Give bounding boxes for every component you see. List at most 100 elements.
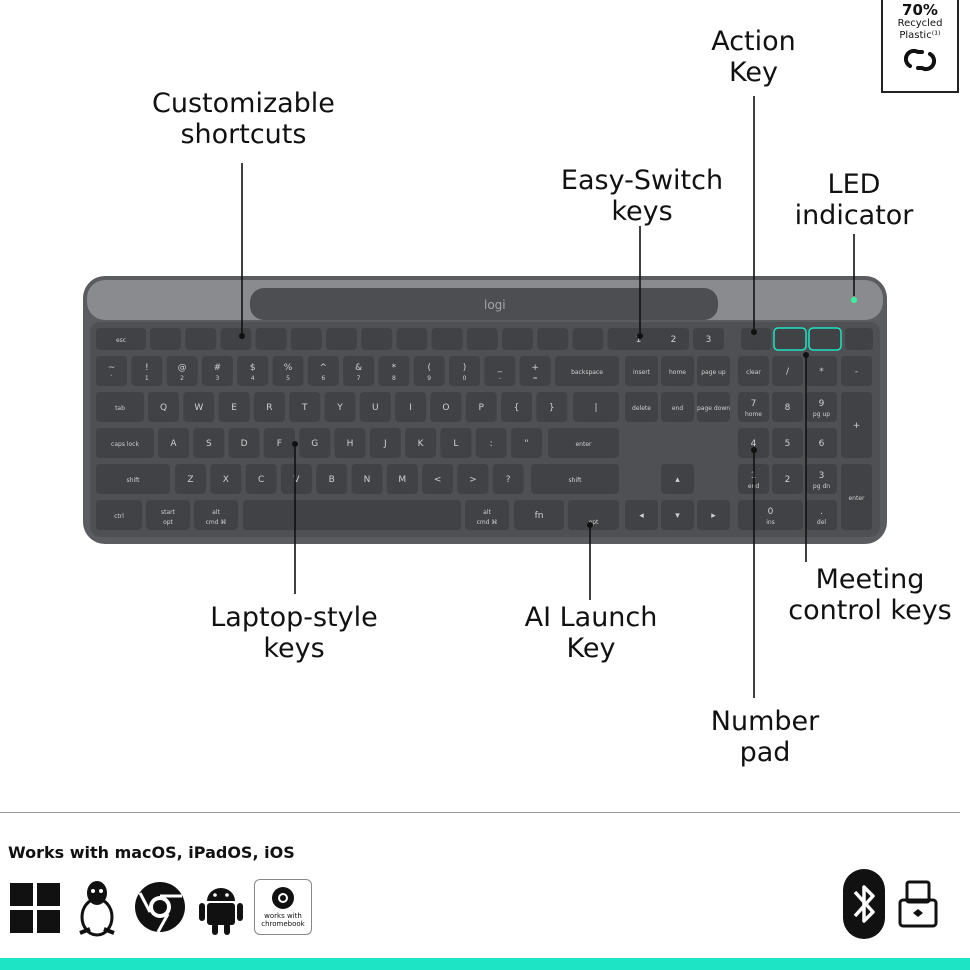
key-shift-row-3	[245, 464, 277, 494]
key-shift-row-8-label: <	[434, 475, 442, 485]
key-fn-7	[361, 328, 393, 350]
key-page-down	[697, 392, 730, 422]
key-qwerty-2-label: W	[194, 403, 203, 413]
key-shift-row-5-label: B	[329, 475, 335, 485]
key-home	[661, 356, 694, 386]
key-fn-3	[220, 328, 252, 350]
section-divider	[0, 812, 960, 813]
key-shift-row-8	[422, 464, 454, 494]
key-num-4	[237, 356, 269, 386]
key-num-11-sublabel: -	[499, 375, 501, 382]
key-fn-13	[572, 328, 604, 350]
key-alt-left	[194, 500, 238, 530]
badge-percent: 70%	[902, 1, 938, 19]
key-shift-row-2-label: X	[223, 475, 229, 485]
key-num-9-sublabel: 9	[427, 375, 431, 382]
key-qwerty-5-label: T	[301, 403, 308, 413]
key-easy-switch-3-label: 3	[706, 335, 712, 345]
key-num-9	[413, 356, 445, 386]
android-icon	[198, 879, 244, 935]
key-alt-right-label: alt	[483, 509, 491, 516]
key-fn-6	[326, 328, 357, 350]
key-num-clear	[738, 356, 769, 386]
key-num-divide-label: /	[786, 367, 790, 377]
key-home-9	[440, 428, 472, 458]
key-home-2-label: S	[206, 439, 212, 449]
key-shift-row-4-label: V	[293, 475, 300, 485]
badge-line-2: Plastic⁽¹⁾	[899, 30, 941, 41]
key-fn-5	[290, 328, 322, 350]
key-num-1	[131, 356, 163, 386]
key-arrow-up-label: ▴	[675, 475, 680, 485]
key-easy-switch-1-label: 1	[636, 335, 642, 345]
key-fn-12	[537, 328, 569, 350]
key-insert-label: insert	[633, 369, 651, 376]
key-arrow-left	[625, 500, 658, 530]
key-num-divide	[772, 356, 803, 386]
key-num-6-label: ^	[320, 363, 328, 373]
key-ai-launch	[568, 500, 619, 530]
key-arrow-down-label: ▾	[675, 511, 680, 521]
key-home-9-label: L	[453, 439, 458, 449]
compatibility-heading: Works with macOS, iPadOS, iOS	[8, 843, 295, 862]
key-num-minus-label: -	[855, 367, 858, 377]
badge-line-1: Recycled	[897, 18, 943, 29]
key-num-decimal-label: .	[820, 507, 823, 517]
key-qwerty-3	[218, 392, 250, 422]
key-num-4-label: $	[250, 363, 256, 373]
key-start-sublabel: opt	[163, 519, 173, 526]
key-home-11	[511, 428, 542, 458]
key-caps-lock-label: caps lock	[111, 441, 139, 448]
key-num-5-label: 5	[785, 439, 791, 449]
key-fn-11	[502, 328, 533, 350]
key-num-multiply-label: *	[819, 367, 824, 377]
key-qwerty-11	[501, 392, 532, 422]
bluetooth-icon	[842, 868, 886, 944]
receiver-icon	[898, 878, 938, 934]
key-shift-left-label: shift	[127, 477, 141, 484]
key-home-5-label: G	[311, 439, 318, 449]
key-num-1-sublabel: 1	[145, 375, 149, 382]
key-num-7	[343, 356, 375, 386]
key-home-4	[263, 428, 295, 458]
brand-logo: logi	[484, 298, 506, 312]
key-qwerty-11-label: {	[514, 403, 520, 413]
key-num-9-label: (	[427, 363, 431, 373]
key-num-enter-label: enter	[848, 495, 865, 502]
key-num-7-label: 7	[751, 399, 757, 409]
key-home-8-label: K	[418, 439, 425, 449]
key-qwerty-6	[324, 392, 356, 422]
key-home-6-label: H	[347, 439, 354, 449]
key-home-4-label: F	[277, 439, 282, 449]
key-home-3	[228, 428, 260, 458]
key-num-10-label: )	[463, 363, 467, 373]
key-shift-row-10-label: ?	[506, 475, 511, 485]
key-enter-label: enter	[575, 441, 592, 448]
key-num-decimal	[806, 500, 837, 530]
key-num-5-sublabel: 5	[286, 375, 290, 382]
key-shift-row-10	[492, 464, 524, 494]
key-action	[741, 328, 771, 350]
key-num-8	[772, 392, 803, 422]
key-home-7-label: J	[383, 439, 387, 449]
key-num-2-label: 2	[785, 475, 791, 485]
key-esc-label: esc	[116, 337, 126, 344]
key-page-down-label: page down	[697, 405, 730, 412]
key-enter	[548, 428, 619, 458]
key-arrow-up	[661, 464, 694, 494]
key-num-7-sublabel: home	[745, 411, 762, 418]
key-shift-row-9-label: >	[469, 475, 477, 485]
key-easy-switch-1	[623, 328, 654, 350]
key-caps-lock	[96, 428, 154, 458]
key-num-3	[201, 356, 233, 386]
key-space	[243, 500, 461, 530]
key-num-3-label: 3	[819, 471, 825, 481]
key-shift-row-4	[280, 464, 312, 494]
key-shift-row-3-label: C	[258, 475, 264, 485]
recycled-plastic-badge: 70% Recycled Plastic⁽¹⁾	[881, 0, 959, 93]
key-num-7-sublabel: 7	[357, 375, 361, 382]
key-qwerty-9	[430, 392, 462, 422]
